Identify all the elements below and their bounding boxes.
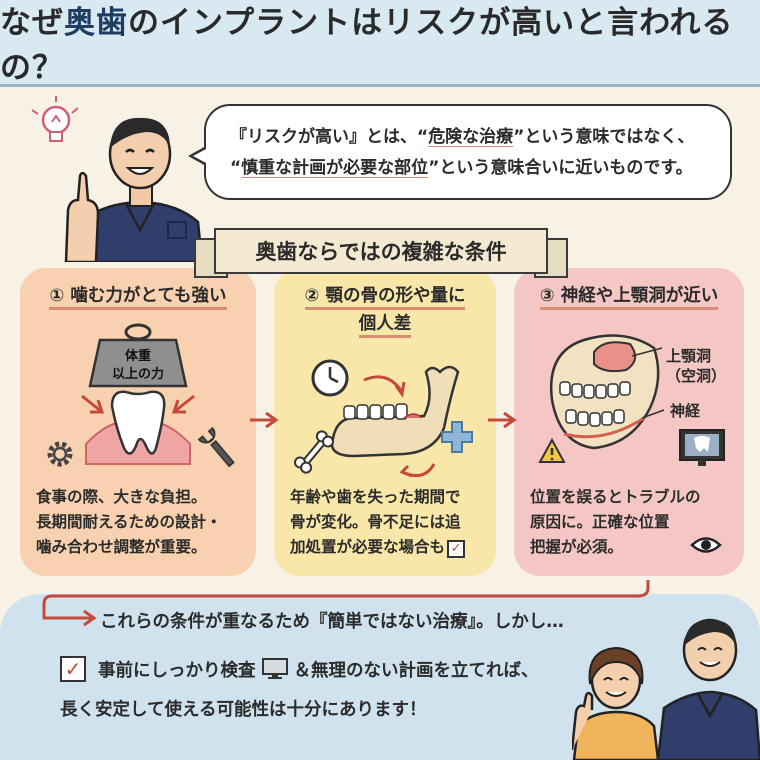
card-body-line: 位置を誤るとトラブルの [530, 488, 701, 506]
card-body-line: 原因に。正確な位置 [530, 513, 670, 531]
tooth-pressure-illustration: 体重 以上の力 [47, 323, 235, 468]
speech-line-1: 『リスクが高い』とは、“危険な治療”という意味ではなく、 [230, 122, 712, 153]
card-body: 年齢や歯を失った期間で 骨が変化。骨不足には追 加処置が必要な場合も✓ [290, 485, 488, 560]
patient-and-doctor-illustration [572, 618, 760, 760]
sinus-label: 上顎洞 （空洞） [666, 346, 726, 386]
checkbox-icon: ✓ [447, 539, 466, 558]
weight-label-2: 以上の力 [112, 366, 164, 382]
card-body: 位置を誤るとトラブルの 原因に。正確な位置 把握が必須。 [530, 485, 736, 560]
speech-text: ”という意味合いに近いものです。 [428, 158, 693, 178]
warning-icon [538, 437, 566, 463]
card-body-line: 加処置が必要な場合も [290, 538, 446, 556]
card-body: 食事の際、大きな負担。 長期間耐えるための設計・ 噛み合わせ調整が重要。 [36, 485, 248, 560]
wrench-icon [197, 426, 235, 468]
conclusion-line: これらの条件が重なるため『簡単ではない治療』。しかし… [100, 612, 564, 632]
card-heading: ② 顎の骨の形や量に 個人差 [286, 282, 484, 338]
speech-text: ”という意味ではなく、 [513, 127, 695, 147]
weight-label-1: 体重 [125, 348, 151, 364]
card-body-line: 噛み合わせ調整が重要。 [36, 538, 207, 556]
card-body-line: 長期間耐えるための設計・ [36, 513, 222, 531]
title-post: のインプラントはリスクが高いと言われるの？ [0, 5, 734, 86]
conclusion-line: 長く安定して使える可能性は十分にあります！ [60, 700, 427, 720]
section-ribbon: 奥歯ならではの複雑な条件 [214, 228, 548, 274]
eye-icon [690, 537, 722, 553]
card-body-line: 把握が必須。 [530, 538, 624, 556]
connector-arrow-icon [42, 580, 650, 627]
page-title: なぜ奥歯のインプラントはリスクが高いと言われるの？ [0, 0, 760, 87]
monitor-icon [679, 429, 725, 466]
clock-icon [311, 359, 349, 397]
speech-text: 『リスクが高い』とは、“ [230, 127, 429, 147]
gear-icon [47, 441, 73, 467]
title-bar: なぜ奥歯のインプラントはリスクが高いと言われるの？ [0, 0, 760, 87]
condition-card-nerve-sinus: ③ 神経や上顎洞が近い [514, 268, 744, 576]
card-heading-text: ① 噛む力がとても強い [49, 286, 227, 310]
sinus-label-text: 上顎洞 [666, 347, 712, 365]
card-heading-text: ③ 神経や上顎洞が近い [539, 286, 719, 310]
condition-card-bone: ② 顎の骨の形や量に 個人差 [274, 268, 496, 576]
computer-monitor-icon [261, 658, 288, 679]
sinus-label-text: （空洞） [666, 367, 727, 385]
bone-icon [294, 430, 334, 474]
title-pre: なぜ [0, 5, 64, 41]
nerve-label: 神経 [670, 402, 701, 420]
skull-illustration [538, 334, 725, 466]
conclusion-text: 事前にしっかり検査 [98, 660, 256, 681]
lightbulb-icon [31, 96, 79, 142]
conclusion-text: ＆無理のない計画を立てれば、 [293, 660, 539, 681]
speech-bubble: 『リスクが高い』とは、“危険な治療”という意味ではなく、 “慎重な計画が必要な部… [188, 104, 732, 200]
title-highlight: 奥歯 [64, 5, 128, 41]
card-heading-text: 個人差 [358, 314, 412, 338]
checkbox-icon: ✓ [60, 656, 86, 682]
speech-emphasis: 慎重な計画が必要な部位 [241, 158, 429, 178]
card-body-line: 骨が変化。骨不足には追 [290, 513, 461, 531]
card-body-line: 食事の際、大きな負担。 [36, 488, 207, 506]
plus-icon [441, 421, 473, 453]
arrow-right-icon [488, 411, 517, 429]
conclusion-line: ✓ 事前にしっかり検査 ＆無理のない計画を立てれば、 [60, 656, 539, 682]
card-heading: ③ 神経や上顎洞が近い [526, 282, 732, 310]
speech-emphasis: 危険な治療 [428, 127, 514, 147]
card-heading-text: ② 顎の骨の形や量に [304, 286, 466, 310]
speech-line-2: “慎重な計画が必要な部位”という意味合いに近いものです。 [230, 153, 712, 184]
doctor-illustration [31, 96, 204, 262]
card-body-line: 年齢や歯を失った期間で [290, 488, 461, 506]
condition-card-bite-force: ① 噛む力がとても強い 体重 以上の力 食事の際、大きな負担。 長期間耐えるため… [20, 268, 256, 576]
speech-text: “ [230, 158, 242, 178]
card-heading: ① 噛む力がとても強い [32, 282, 244, 310]
jawbone-illustration [294, 359, 473, 478]
arrow-right-icon [250, 411, 279, 429]
